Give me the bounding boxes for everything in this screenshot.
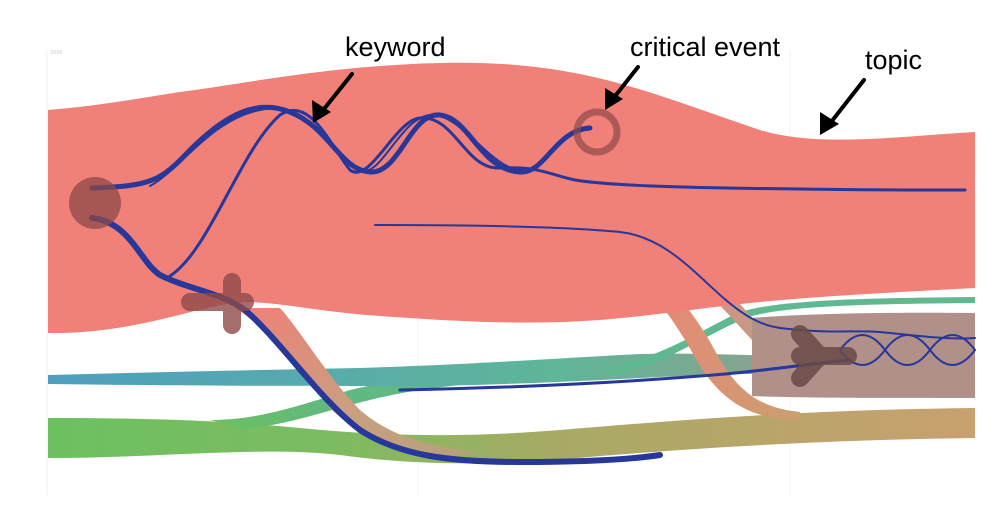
event-merge-glyph-right	[791, 325, 857, 387]
event-split-glyph-left	[181, 273, 254, 334]
keyword-line-middle	[374, 224, 976, 340]
topic-stream-green	[48, 408, 975, 464]
label-topic: topic	[865, 45, 922, 75]
corner-tick-label: 2000	[50, 50, 63, 56]
topic-stream-mauve	[752, 312, 975, 398]
arrow-critical-event	[605, 65, 640, 110]
arrow-keyword	[312, 72, 354, 123]
event-circle-left	[69, 177, 121, 229]
topic-stream-green-branch	[210, 372, 520, 428]
keyword-helix-b	[839, 334, 976, 366]
arrow-topic	[820, 78, 866, 135]
critical-event-markers	[69, 108, 857, 387]
topic-split-left	[235, 308, 480, 456]
keyword-line-upper	[89, 104, 593, 191]
label-critical-event: critical event	[630, 32, 781, 62]
topic-stream-teal	[600, 297, 975, 376]
keyword-line-upper-c	[149, 107, 521, 187]
topic-stream-blue	[48, 353, 975, 386]
label-keyword: keyword	[345, 32, 446, 62]
keyword-helix-a	[839, 334, 976, 366]
event-ring-critical	[573, 108, 621, 156]
keyword-line-lower-thick	[89, 215, 663, 465]
topic-stream-main	[48, 62, 975, 334]
keyword-line-upper-b	[168, 108, 967, 278]
callout-arrows	[312, 65, 866, 135]
